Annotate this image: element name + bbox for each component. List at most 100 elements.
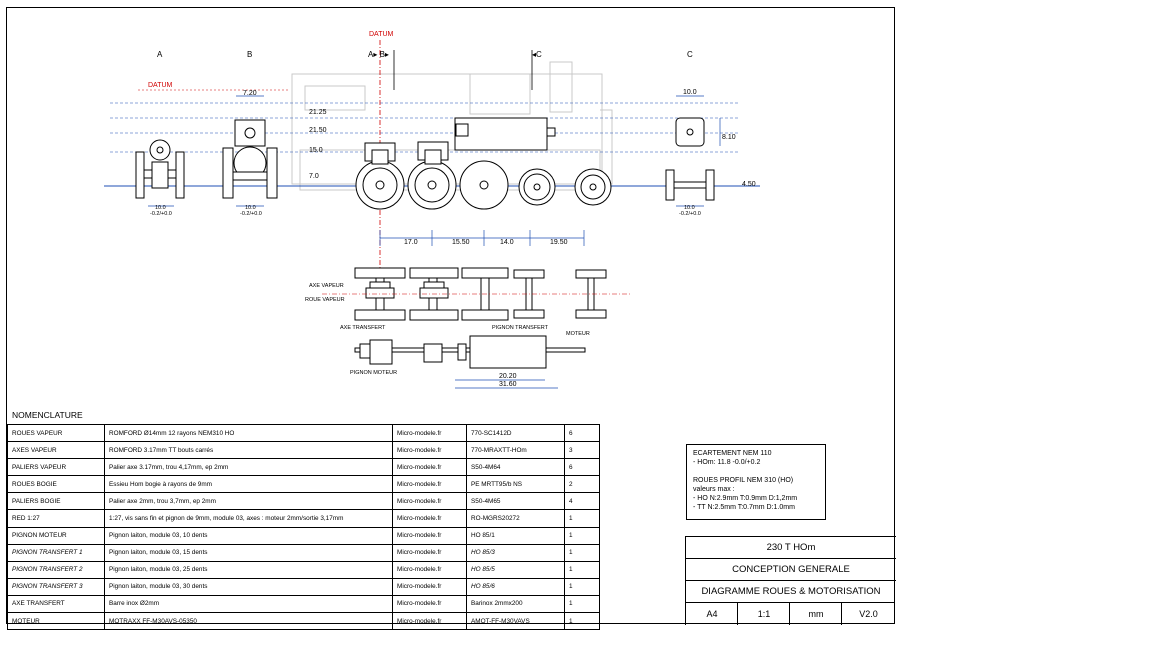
gauge-line-1: ECARTEMENT NEM 110 xyxy=(693,450,772,457)
cell-designation: PIGNON TRANSFERT 3 xyxy=(7,577,105,596)
section-label-ab: A▸ B▸ xyxy=(368,50,389,59)
cell-supplier: Micro-modele.fr xyxy=(392,423,467,443)
gauge-line-2: - HOm: 11.8 -0.0/+0.2 xyxy=(693,459,761,466)
cell-supplier: Micro-modele.fr xyxy=(392,492,467,511)
title-model: 230 T HOm xyxy=(685,536,896,559)
dim-gauge-b: 10.0 xyxy=(245,205,256,211)
gauge-line-3: ROUES PROFIL NEM 310 (HO) xyxy=(693,477,794,484)
cell-reference: HO 85/5 xyxy=(466,560,565,579)
cell-reference: 770-MRAXTT-HOm xyxy=(466,441,565,460)
cell-reference: HO 85/3 xyxy=(466,543,565,562)
cell-description: MOTRAXX FF-M30AVS-05350 xyxy=(104,612,393,631)
dim-h1: 21.25 xyxy=(309,109,327,116)
dim-gauge-c: 10.0 xyxy=(684,205,695,211)
title-block: 230 T HOm CONCEPTION GENERALE DIAGRAMME … xyxy=(685,536,896,625)
cell-designation: AXES VAPEUR xyxy=(7,441,105,460)
cell-designation: ROUES BOGIE xyxy=(7,475,105,494)
cell-reference: S50-4M64 xyxy=(466,458,565,477)
cell-designation: PIGNON TRANSFERT 2 xyxy=(7,560,105,579)
cell-quantity: 4 xyxy=(564,492,600,511)
datum-label-top: DATUM xyxy=(369,31,394,38)
cell-quantity: 1 xyxy=(564,594,600,614)
dim-spacing-2: 15.50 xyxy=(452,239,470,246)
cell-description: Pignon laiton, module 03, 10 dents xyxy=(104,526,393,545)
cell-designation: PIGNON TRANSFERT 1 xyxy=(7,543,105,562)
dim-width-b: 7.20 xyxy=(243,90,257,97)
cell-reference: RO-MGRS20272 xyxy=(466,509,565,528)
cell-description: Palier axe 2mm, trou 3,7mm, ep 2mm xyxy=(104,492,393,511)
cell-designation: PALIERS VAPEUR xyxy=(7,458,105,477)
side-wheels xyxy=(355,117,612,210)
cell-description: Pignon laiton, module 03, 15 dents xyxy=(104,543,393,562)
dim-gauge-a: 10.0 xyxy=(155,205,166,211)
cell-quantity: 1 xyxy=(564,526,600,545)
gauge-line-6: - TT N:2.5mm T:0.7mm D:1.0mm xyxy=(693,504,795,511)
cell-description: Essieu Hom bogie à rayons de 9mm xyxy=(104,475,393,494)
dim-h2: 21.50 xyxy=(309,127,327,134)
cell-quantity: 3 xyxy=(564,441,600,460)
cell-quantity: 6 xyxy=(564,458,600,477)
cell-reference: HO 85/1 xyxy=(466,526,565,545)
title-unit: mm xyxy=(789,603,842,625)
dim-width-c: 10.0 xyxy=(683,89,697,96)
view-c-bogie xyxy=(665,117,715,201)
cell-supplier: Micro-modele.fr xyxy=(392,612,467,631)
callout-moteur: MOTEUR xyxy=(566,331,590,337)
dim-tol-b: -0.2/+0.0 xyxy=(240,211,262,217)
dimension-lines xyxy=(148,95,721,389)
cell-description: Palier axe 3.17mm, trou 4,17mm, ep 2mm xyxy=(104,458,393,477)
cell-supplier: Micro-modele.fr xyxy=(392,458,467,477)
nomenclature-title: NOMENCLATURE xyxy=(12,410,83,420)
gauge-spec-box: ECARTEMENT NEM 110 - HOm: 11.8 -0.0/+0.2… xyxy=(686,444,826,520)
title-scale: 1:1 xyxy=(737,603,790,625)
datum-label-left: DATUM xyxy=(148,82,173,89)
cell-reference: AMOT-FF-M30VAVS xyxy=(466,612,565,631)
cell-reference: 770-SC1412D xyxy=(466,423,565,443)
dim-h4: 7.0 xyxy=(309,173,319,180)
gauge-line-4: valeurs max : xyxy=(693,486,735,493)
cell-supplier: Micro-modele.fr xyxy=(392,441,467,460)
dim-motor-len: 20.20 xyxy=(499,373,517,380)
dim-tol-c: -0.2/+0.0 xyxy=(679,211,701,217)
dim-spacing-3: 14.0 xyxy=(500,239,514,246)
cell-description: 1:27, vis sans fin et pignon de 9mm, mod… xyxy=(104,509,393,528)
cell-quantity: 1 xyxy=(564,509,600,528)
callout-axe-vapeur: AXE VAPEUR xyxy=(309,283,344,289)
section-label-a: A xyxy=(157,50,163,59)
cell-quantity: 1 xyxy=(564,560,600,579)
section-label-c-arrow: ◂C xyxy=(532,50,542,59)
dim-height-c: 8.10 xyxy=(722,134,736,141)
locomotive-silhouette xyxy=(291,61,613,191)
title-subtitle: CONCEPTION GENERALE xyxy=(685,558,896,581)
plan-view xyxy=(354,267,607,369)
cell-designation: MOTEUR xyxy=(7,612,105,631)
section-label-c: C xyxy=(687,50,693,59)
title-version: V2.0 xyxy=(841,603,895,625)
cell-designation: RED 1:27 xyxy=(7,509,105,528)
cell-description: Pignon laiton, module 03, 30 dents xyxy=(104,577,393,596)
cell-description: Pignon laiton, module 03, 25 dents xyxy=(104,560,393,579)
callout-pignon-moteur: PIGNON MOTEUR xyxy=(350,370,398,376)
dim-spacing-4: 19.50 xyxy=(550,239,568,246)
cell-quantity: 2 xyxy=(564,475,600,494)
cell-supplier: Micro-modele.fr xyxy=(392,526,467,545)
callout-axe-transfert: AXE TRANSFERT xyxy=(340,325,386,331)
title-drawing: DIAGRAMME ROUES & MOTORISATION xyxy=(685,580,896,603)
dim-h3: 15.0 xyxy=(309,147,323,154)
title-footer-row: A4 1:1 mm V2.0 xyxy=(685,602,895,625)
cell-designation: ROUES VAPEUR xyxy=(7,423,105,443)
cell-supplier: Micro-modele.fr xyxy=(392,509,467,528)
section-label-b: B xyxy=(247,50,253,59)
cell-description: Barre inox Ø2mm xyxy=(104,594,393,614)
cell-description: ROMFORD Ø14mm 12 rayons NEM310 HO xyxy=(104,423,393,443)
dim-spacing-1: 17.0 xyxy=(404,239,418,246)
gauge-line-5: - HO N:2.9mm T:0.9mm D:1,2mm xyxy=(693,495,798,502)
